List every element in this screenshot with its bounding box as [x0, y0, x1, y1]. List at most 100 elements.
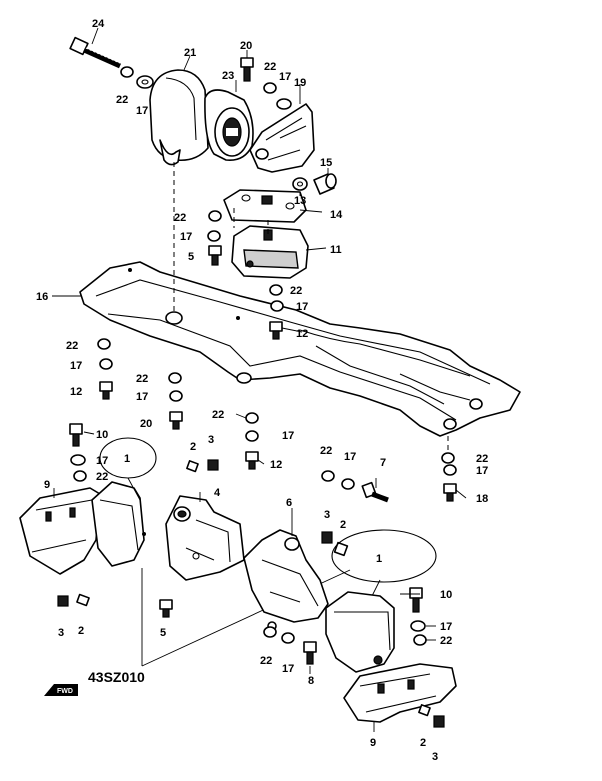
label-17-lower-center: 17	[344, 451, 356, 463]
label-22-right-end: 22	[476, 453, 488, 465]
label-22-center-a: 22	[136, 373, 148, 385]
label-14: 14	[330, 209, 343, 221]
label-3-lower-center: 3	[324, 509, 330, 521]
label-7: 7	[380, 457, 386, 469]
label-22-top-right: 22	[264, 61, 276, 73]
washer-22-lower-right-a	[263, 626, 277, 638]
nut-3-lower-center	[321, 531, 333, 544]
washer-13	[292, 177, 308, 191]
label-3-upper: 3	[208, 434, 214, 446]
washer-22-lower-right-b	[413, 634, 427, 646]
engine-mount-1-right	[325, 591, 395, 673]
crossmember-16	[79, 261, 521, 437]
washer-17-upper	[276, 98, 292, 110]
label-13: 13	[294, 195, 306, 207]
diagram-code: 43SZ010	[88, 669, 145, 685]
bolt-5-lower	[159, 599, 173, 618]
washer-22-upper	[263, 82, 277, 94]
label-3-lower-right: 3	[432, 751, 438, 763]
label-17-right-a: 17	[296, 301, 308, 313]
bolt-18	[443, 483, 457, 502]
bracket-6	[243, 529, 329, 631]
label-12-left: 12	[70, 386, 82, 398]
label-20: 20	[240, 40, 252, 52]
washer-17-lower-right-a	[281, 632, 295, 644]
bolt-12-left	[99, 381, 113, 400]
label-22-lower-right: 22	[440, 635, 452, 647]
washer-22-left-a	[97, 338, 111, 350]
forward-arrow-icon: FWD	[44, 684, 78, 696]
washer-22-lower-center	[321, 470, 335, 482]
label-15: 15	[320, 157, 332, 169]
label-17-lower-right-a: 17	[282, 663, 294, 675]
nut-2-lower-left	[76, 593, 90, 607]
washer-17-right-a	[270, 300, 284, 312]
callout-circle-1-right	[331, 529, 437, 583]
mount-11	[231, 225, 309, 279]
washer-22-right-end	[441, 452, 455, 464]
label-20-center: 20	[140, 418, 152, 430]
bracket-9-right	[343, 663, 457, 723]
bolt-12-right	[269, 321, 283, 340]
label-4: 4	[214, 487, 221, 499]
forward-label: FWD	[57, 688, 73, 695]
engine-mount-23	[204, 89, 254, 162]
nut-2-lower-right	[418, 704, 431, 717]
label-17-center-a: 17	[136, 391, 148, 403]
bushing-15	[313, 173, 337, 195]
label-10-left: 10	[96, 429, 108, 441]
label-5-upper: 5	[188, 251, 194, 263]
label-1-left: 1	[124, 453, 130, 465]
label-11: 11	[330, 244, 342, 256]
label-16: 16	[36, 291, 48, 303]
label-9-left: 9	[44, 479, 50, 491]
label-19: 19	[294, 77, 306, 89]
bolt-12-center	[245, 451, 259, 470]
washer-17-lower-left	[70, 454, 86, 466]
label-22-center-b: 22	[212, 409, 224, 421]
label-22-lower-left: 22	[96, 471, 108, 483]
label-22-mid: 22	[174, 212, 186, 224]
label-22-lower-center: 22	[320, 445, 332, 457]
washer-17-left-a	[99, 358, 113, 370]
bolt-10-right	[409, 587, 423, 613]
leader-lines	[52, 27, 467, 732]
label-8: 8	[308, 675, 314, 687]
plate-14	[223, 189, 307, 223]
bracket-19	[249, 103, 315, 173]
label-22-lower-right-a: 22	[260, 655, 272, 667]
washer-22-mid	[208, 210, 222, 222]
label-3-lower-left: 3	[58, 627, 64, 639]
washer-22-center-b	[245, 412, 259, 424]
nut-2-lower-center	[333, 541, 349, 557]
washer-17-center-b	[245, 430, 259, 442]
washer-17-right-end	[443, 464, 457, 476]
label-17-left-a: 17	[70, 360, 82, 372]
bracket-9-left	[19, 487, 101, 575]
label-17-right-end: 17	[476, 465, 488, 477]
label-9-right: 9	[370, 737, 376, 749]
bolt-10-left	[69, 423, 83, 447]
label-5-lower: 5	[160, 627, 166, 639]
label-17-mid: 17	[180, 231, 192, 243]
label-22-top-left: 22	[116, 94, 128, 106]
washer-17-mid	[207, 230, 221, 242]
washer-22-top-left	[120, 66, 134, 78]
label-17-center-b: 17	[282, 430, 294, 442]
washer-22-center-a	[168, 372, 182, 384]
label-23: 23	[222, 70, 234, 82]
nut-2-upper	[186, 460, 199, 473]
bolt-7	[361, 481, 389, 503]
bracket-4	[165, 495, 245, 581]
label-10-right: 10	[440, 589, 452, 601]
label-12-center: 12	[270, 459, 282, 471]
washer-17-lower-right-b	[410, 620, 426, 632]
nut-3-lower-right	[433, 715, 445, 728]
label-2-lower-right: 2	[420, 737, 426, 749]
washer-17-center-a	[169, 390, 183, 402]
label-2-lower-left: 2	[78, 625, 84, 637]
label-17-top-right: 17	[279, 71, 291, 83]
label-18: 18	[476, 493, 488, 505]
label-12-right: 12	[296, 328, 308, 340]
